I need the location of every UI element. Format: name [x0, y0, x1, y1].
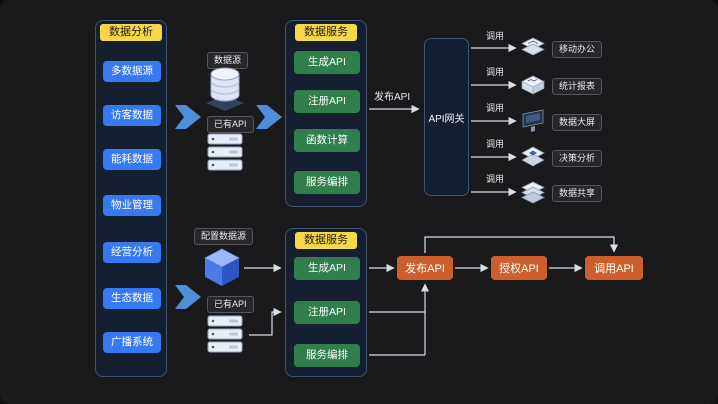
server-stack-icon-bottom	[203, 312, 247, 363]
service-register-api: 注册API	[294, 90, 360, 113]
source-item-visitor-data: 访客数据	[103, 105, 161, 126]
step-authorize-api: 授权API	[491, 256, 547, 280]
source-item-broadcast-system: 广播系统	[103, 332, 161, 353]
call-label: 调用	[486, 103, 505, 113]
report-icon	[520, 72, 546, 103]
call-label: 调用	[486, 67, 505, 77]
source-item-property-mgmt: 物业管理	[103, 195, 161, 216]
data-service-panel-bottom: 数据服务 生成API 注册API 服务编排	[285, 228, 367, 377]
service-generate-api: 生成API	[294, 51, 360, 74]
step-call-api: 调用API	[585, 256, 643, 280]
configure-datasource-tag: 配置数据源	[194, 228, 254, 245]
source-item-eco-data: 生态数据	[103, 288, 161, 309]
flow-arrow-icon	[175, 105, 201, 134]
service-register-api-bottom: 注册API	[294, 301, 360, 324]
flow-arrow-icon	[256, 105, 282, 134]
data-service-panel-top: 数据服务 生成API 注册API 函数计算 服务编排	[285, 20, 367, 207]
call-label: 调用	[486, 174, 505, 184]
service-orchestration: 服务编排	[294, 171, 360, 194]
datasource-cube-icon	[202, 246, 242, 293]
existing-api-tag-bottom: 已有API	[207, 296, 254, 313]
flow-arrow-icon	[175, 285, 201, 314]
consumer-big-screen: 数据大屏	[552, 114, 603, 131]
big-screen-icon	[520, 108, 546, 139]
data-analysis-title: 数据分析	[100, 24, 162, 41]
service-function-compute: 函数计算	[294, 129, 360, 152]
step-publish-api: 发布API	[397, 256, 453, 280]
source-item-multi-datasource: 多数据源	[103, 61, 161, 82]
api-gateway-node: API网关	[424, 38, 469, 196]
call-label: 调用	[486, 31, 505, 41]
service-orchestration-bottom: 服务编排	[294, 344, 360, 367]
consumer-data-sharing: 数据共享	[552, 185, 603, 202]
decision-analysis-icon	[520, 144, 546, 175]
consumer-mobile-office: 移动办公	[552, 41, 603, 58]
consumer-report: 统计报表	[552, 78, 603, 95]
database-icon	[203, 64, 247, 117]
mobile-office-icon	[520, 35, 546, 66]
server-stack-icon	[203, 130, 247, 181]
call-label: 调用	[486, 139, 505, 149]
consumer-decision-analysis: 决策分析	[552, 150, 603, 167]
publish-api-label: 发布API	[374, 92, 411, 103]
service-generate-api-bottom: 生成API	[294, 257, 360, 280]
existing-api-tag: 已有API	[207, 116, 254, 133]
data-analysis-panel: 数据分析 多数据源 访客数据 能耗数据 物业管理 经营分析 生态数据 广播系统	[95, 20, 167, 377]
source-item-business-analysis: 经营分析	[103, 242, 161, 263]
source-item-energy-data: 能耗数据	[103, 149, 161, 170]
data-sharing-icon	[520, 179, 546, 210]
data-service-title-top: 数据服务	[295, 24, 357, 41]
data-service-title-bottom: 数据服务	[295, 232, 357, 249]
